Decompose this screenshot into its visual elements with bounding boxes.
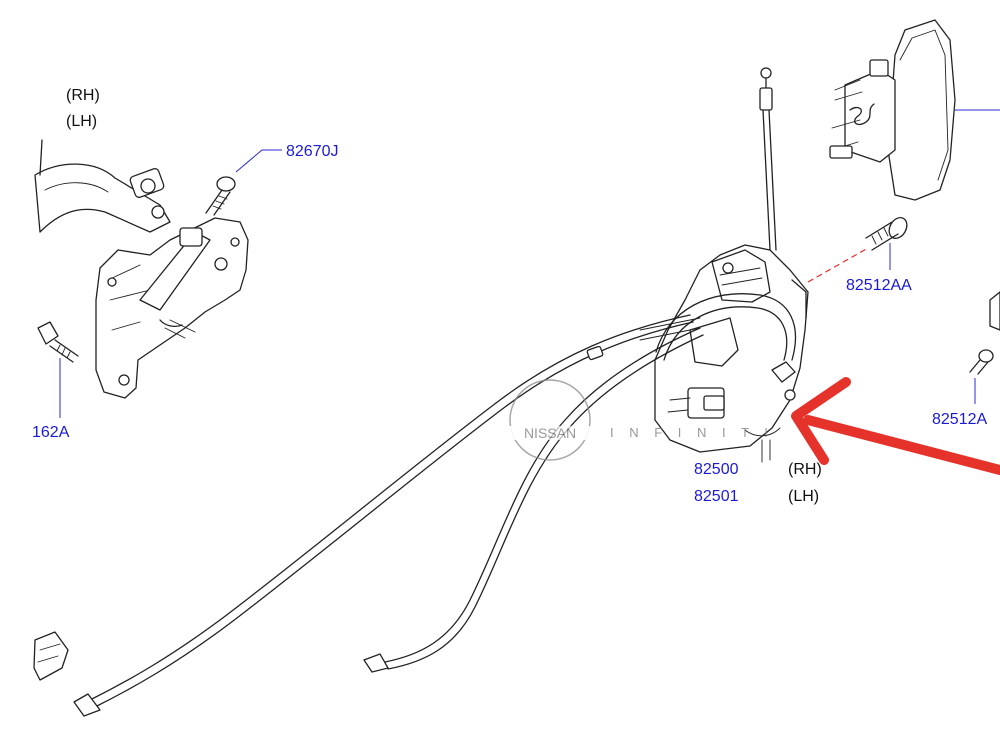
part-number-82501: 82501: [694, 488, 739, 505]
nissan-watermark: NISSAN I N F I N I T I: [498, 379, 774, 461]
cable-drawing: [73, 314, 704, 717]
part-number-162a: 162A: [32, 424, 70, 441]
outside-handle-drawing: [829, 19, 1000, 201]
part-number-82512a: 82512A: [932, 411, 987, 428]
inside-handle-bracket-drawing: [34, 139, 249, 399]
top-left-rh-label: (RH): [66, 87, 100, 104]
door-lock-actuator-drawing: [639, 67, 809, 463]
part-number-82670j: 82670J: [286, 143, 339, 160]
leader-82670j: [235, 149, 282, 173]
screw-82512aa-drawing: [865, 217, 908, 251]
alignment-dashed-line: [807, 247, 869, 283]
bolt-162a-drawing: [37, 321, 79, 363]
watermark-brand: NISSAN: [524, 425, 576, 441]
red-arrow: [791, 377, 1000, 475]
top-left-lh-label: (LH): [66, 113, 97, 130]
screw-82670j-drawing: [205, 176, 236, 216]
watermark-sub: I N F I N I T I: [610, 425, 774, 440]
part-number-82512aa: 82512AA: [846, 277, 912, 294]
rh-label: (RH): [788, 461, 822, 478]
clip-drawing: [33, 631, 69, 681]
screw-82512a-drawing: [969, 291, 1000, 375]
part-number-82500: 82500: [694, 461, 739, 478]
lh-label: (LH): [788, 488, 819, 505]
